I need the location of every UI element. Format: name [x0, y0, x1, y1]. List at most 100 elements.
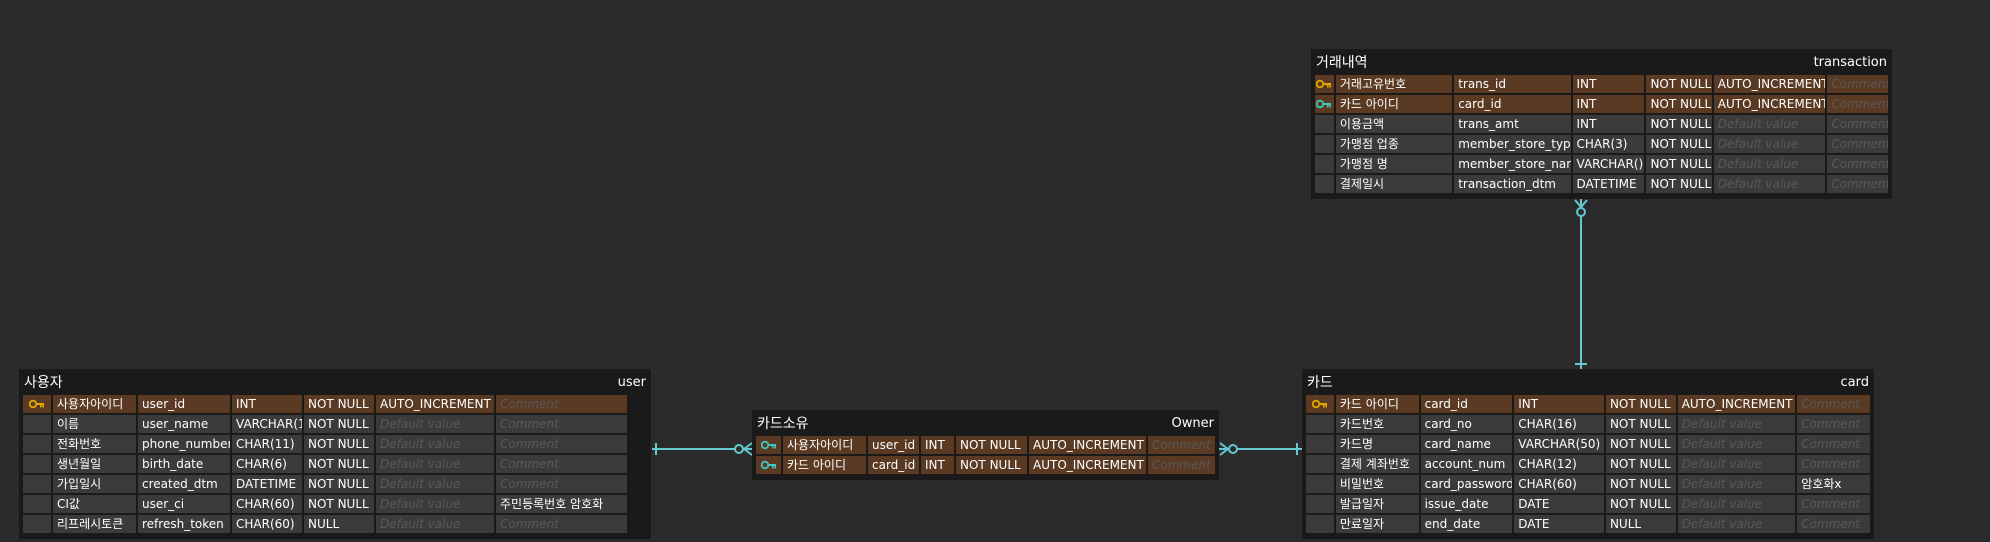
- column-data-type[interactable]: CHAR(60): [1514, 475, 1604, 493]
- column-data-type[interactable]: CHAR(60): [232, 495, 302, 513]
- column-nullable[interactable]: NOT NULL: [304, 495, 374, 513]
- column-data-type[interactable]: INT: [232, 395, 302, 413]
- column-default[interactable]: Default value: [376, 495, 494, 513]
- column-default[interactable]: Default value: [1713, 115, 1826, 133]
- column-physical-name[interactable]: member_store_name: [1454, 155, 1571, 173]
- column-physical-name[interactable]: birth_date: [138, 455, 230, 473]
- column-data-type[interactable]: CHAR(60): [232, 515, 302, 533]
- column-logical-name[interactable]: 전화번호: [53, 435, 136, 453]
- column-default[interactable]: AUTO_INCREMENT: [1677, 395, 1796, 413]
- column-comment[interactable]: 주민등록번호 암호화: [496, 495, 627, 513]
- column-physical-name[interactable]: created_dtm: [138, 475, 230, 493]
- column-physical-name[interactable]: member_store_type: [1454, 135, 1571, 153]
- column-data-type[interactable]: CHAR(16): [1514, 415, 1604, 433]
- column-nullable[interactable]: NOT NULL: [956, 456, 1027, 474]
- column-nullable[interactable]: NOT NULL: [1605, 475, 1676, 493]
- column-default[interactable]: Default value: [1677, 435, 1796, 453]
- column-logical-name[interactable]: 사용자아이디: [53, 395, 136, 413]
- column-default[interactable]: AUTO_INCREMENT: [1713, 75, 1826, 93]
- column-physical-name[interactable]: card_no: [1420, 415, 1513, 433]
- column-default[interactable]: Default value: [1677, 475, 1796, 493]
- column-nullable[interactable]: NOT NULL: [1646, 155, 1712, 173]
- column-logical-name[interactable]: 카드 아이디: [1335, 395, 1419, 413]
- column-nullable[interactable]: NOT NULL: [304, 455, 374, 473]
- column-logical-name[interactable]: CI값: [53, 495, 136, 513]
- column-physical-name[interactable]: user_id: [868, 436, 919, 454]
- column-logical-name[interactable]: 만료일자: [1335, 515, 1419, 533]
- column-comment[interactable]: Comment: [1797, 495, 1870, 513]
- column-nullable[interactable]: NOT NULL: [304, 435, 374, 453]
- column-physical-name[interactable]: end_date: [1420, 515, 1513, 533]
- column-data-type[interactable]: INT: [1572, 115, 1645, 133]
- relationship-card-transaction[interactable]: [1574, 199, 1588, 370]
- column-data-type[interactable]: CHAR(12): [1514, 455, 1604, 473]
- column-data-type[interactable]: INT: [1572, 75, 1645, 93]
- column-logical-name[interactable]: 가맹점 명: [1335, 155, 1453, 173]
- column-physical-name[interactable]: issue_date: [1420, 495, 1513, 513]
- column-default[interactable]: Default value: [1677, 495, 1796, 513]
- column-nullable[interactable]: NOT NULL: [1646, 115, 1712, 133]
- column-logical-name[interactable]: 카드 아이디: [1335, 95, 1453, 113]
- column-comment[interactable]: Comment: [1797, 395, 1870, 413]
- relationship-user-owner[interactable]: [652, 442, 753, 456]
- column-physical-name[interactable]: card_id: [868, 456, 919, 474]
- column-logical-name[interactable]: 이름: [53, 415, 136, 433]
- column-nullable[interactable]: NOT NULL: [304, 475, 374, 493]
- column-data-type[interactable]: DATE: [1514, 515, 1604, 533]
- column-comment[interactable]: Comment: [1148, 456, 1215, 474]
- column-comment[interactable]: Comment: [1827, 155, 1889, 173]
- column-comment[interactable]: Comment: [1148, 436, 1215, 454]
- column-comment[interactable]: Comment: [1797, 515, 1870, 533]
- column-logical-name[interactable]: 비밀번호: [1335, 475, 1419, 493]
- column-physical-name[interactable]: account_num: [1420, 455, 1513, 473]
- column-data-type[interactable]: VARCHAR(): [1572, 155, 1645, 173]
- column-logical-name[interactable]: 카드명: [1335, 435, 1419, 453]
- column-data-type[interactable]: VARCHAR(10): [232, 415, 302, 433]
- column-physical-name[interactable]: trans_id: [1454, 75, 1571, 93]
- column-physical-name[interactable]: card_id: [1454, 95, 1571, 113]
- column-data-type[interactable]: DATE: [1514, 495, 1604, 513]
- column-comment[interactable]: Comment: [1827, 95, 1889, 113]
- column-nullable[interactable]: NOT NULL: [1605, 455, 1676, 473]
- column-logical-name[interactable]: 생년월일: [53, 455, 136, 473]
- column-logical-name[interactable]: 발급일자: [1335, 495, 1419, 513]
- column-default[interactable]: AUTO_INCREMENT: [1029, 456, 1146, 474]
- column-nullable[interactable]: NOT NULL: [1605, 495, 1676, 513]
- column-nullable[interactable]: NOT NULL: [1646, 135, 1712, 153]
- column-physical-name[interactable]: user_id: [138, 395, 230, 413]
- column-default[interactable]: AUTO_INCREMENT: [1713, 95, 1826, 113]
- column-default[interactable]: Default value: [1677, 515, 1796, 533]
- column-logical-name[interactable]: 가입일시: [53, 475, 136, 493]
- column-nullable[interactable]: NULL: [1605, 515, 1676, 533]
- column-default[interactable]: Default value: [376, 515, 494, 533]
- column-comment[interactable]: Comment: [496, 415, 627, 433]
- column-default[interactable]: Default value: [1713, 155, 1826, 173]
- column-logical-name[interactable]: 거래고유번호: [1335, 75, 1453, 93]
- column-logical-name[interactable]: 가맹점 업종: [1335, 135, 1453, 153]
- column-logical-name[interactable]: 리프레시토큰: [53, 515, 136, 533]
- column-nullable[interactable]: NOT NULL: [304, 395, 374, 413]
- column-default[interactable]: AUTO_INCREMENT: [1029, 436, 1146, 454]
- column-default[interactable]: Default value: [376, 475, 494, 493]
- column-default[interactable]: Default value: [1713, 135, 1826, 153]
- column-comment[interactable]: Comment: [1797, 435, 1870, 453]
- column-physical-name[interactable]: card_password: [1420, 475, 1513, 493]
- column-comment[interactable]: 암호화x: [1797, 475, 1870, 493]
- relationship-card-owner[interactable]: [1219, 442, 1302, 456]
- column-logical-name[interactable]: 카드 아이디: [783, 456, 866, 474]
